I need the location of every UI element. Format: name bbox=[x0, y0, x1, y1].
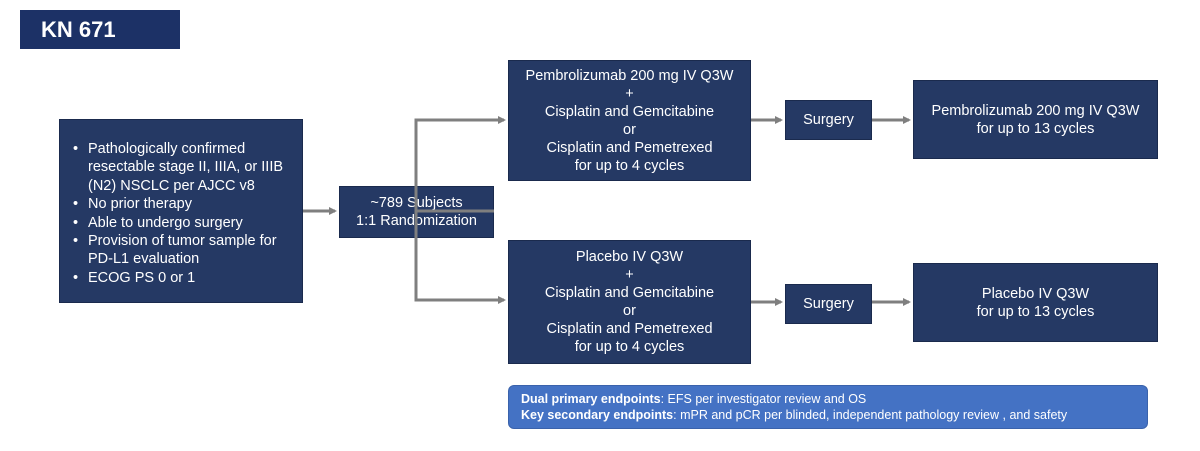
adjuvant-duration: for up to 13 cycles bbox=[976, 120, 1095, 137]
criteria-item: No prior therapy bbox=[70, 195, 292, 214]
arm-line: Cisplatin and Pemetrexed bbox=[546, 139, 713, 156]
surgery-box-arm1: Surgery bbox=[785, 100, 872, 140]
surgery-label: Surgery bbox=[803, 112, 854, 128]
arm-line: Cisplatin and Gemcitabine bbox=[544, 285, 715, 301]
secondary-endpoints: Key secondary endpoints: mPR and pCR per… bbox=[521, 407, 1147, 423]
study-title: KN 671 bbox=[20, 10, 180, 49]
arrow-to-arm1 bbox=[414, 116, 506, 211]
arm-line: + bbox=[625, 267, 634, 283]
adjuvant-treatment: Pembrolizumab 200 mg IV Q3W bbox=[931, 102, 1140, 119]
arrow-to-arm2 bbox=[414, 211, 506, 304]
criteria-item: Provision of tumor sample for PD-L1 eval… bbox=[70, 232, 292, 269]
arm-line: + bbox=[625, 85, 634, 102]
arm-line: Pembrolizumab 200 mg IV Q3W bbox=[525, 67, 734, 84]
endpoints-box: Dual primary endpoints: EFS per investig… bbox=[508, 385, 1148, 429]
primary-endpoints-text: : EFS per investigator review and OS bbox=[660, 392, 867, 406]
arm-line: for up to 4 cycles bbox=[574, 339, 685, 355]
adjuvant-treatment: Placebo IV Q3W bbox=[981, 285, 1090, 302]
adjuvant-duration: for up to 13 cycles bbox=[976, 303, 1095, 320]
adjuvant-arm-pembrolizumab: Pembrolizumab 200 mg IV Q3W for up to 13… bbox=[913, 80, 1158, 159]
criteria-item: ECOG PS 0 or 1 bbox=[70, 269, 292, 288]
arm-line: Placebo IV Q3W bbox=[575, 249, 684, 265]
criteria-list: Pathologically confirmed resectable stag… bbox=[70, 140, 292, 288]
secondary-endpoints-label: Key secondary endpoints bbox=[521, 408, 674, 422]
surgery-label: Surgery bbox=[803, 296, 854, 312]
arm-line: for up to 4 cycles bbox=[574, 157, 685, 174]
neoadjuvant-arm-placebo: Placebo IV Q3W + Cisplatin and Gemcitabi… bbox=[508, 240, 751, 364]
adjuvant-arm-placebo: Placebo IV Q3W for up to 13 cycles bbox=[913, 263, 1158, 342]
arm-line: or bbox=[623, 303, 636, 319]
primary-endpoints: Dual primary endpoints: EFS per investig… bbox=[521, 391, 1147, 407]
primary-endpoints-label: Dual primary endpoints bbox=[521, 392, 661, 406]
eligibility-criteria-box: Pathologically confirmed resectable stag… bbox=[59, 119, 303, 303]
study-title-text: KN 671 bbox=[41, 16, 116, 42]
arm-line: or bbox=[623, 121, 636, 138]
criteria-item: Pathologically confirmed resectable stag… bbox=[70, 140, 292, 195]
criteria-item: Able to undergo surgery bbox=[70, 214, 292, 233]
arm-line: Cisplatin and Pemetrexed bbox=[546, 321, 713, 337]
neoadjuvant-arm-pembrolizumab: Pembrolizumab 200 mg IV Q3W + Cisplatin … bbox=[508, 60, 751, 181]
secondary-endpoints-text: : mPR and pCR per blinded, independent p… bbox=[673, 408, 1068, 422]
surgery-box-arm2: Surgery bbox=[785, 284, 872, 324]
arm-line: Cisplatin and Gemcitabine bbox=[544, 103, 715, 120]
